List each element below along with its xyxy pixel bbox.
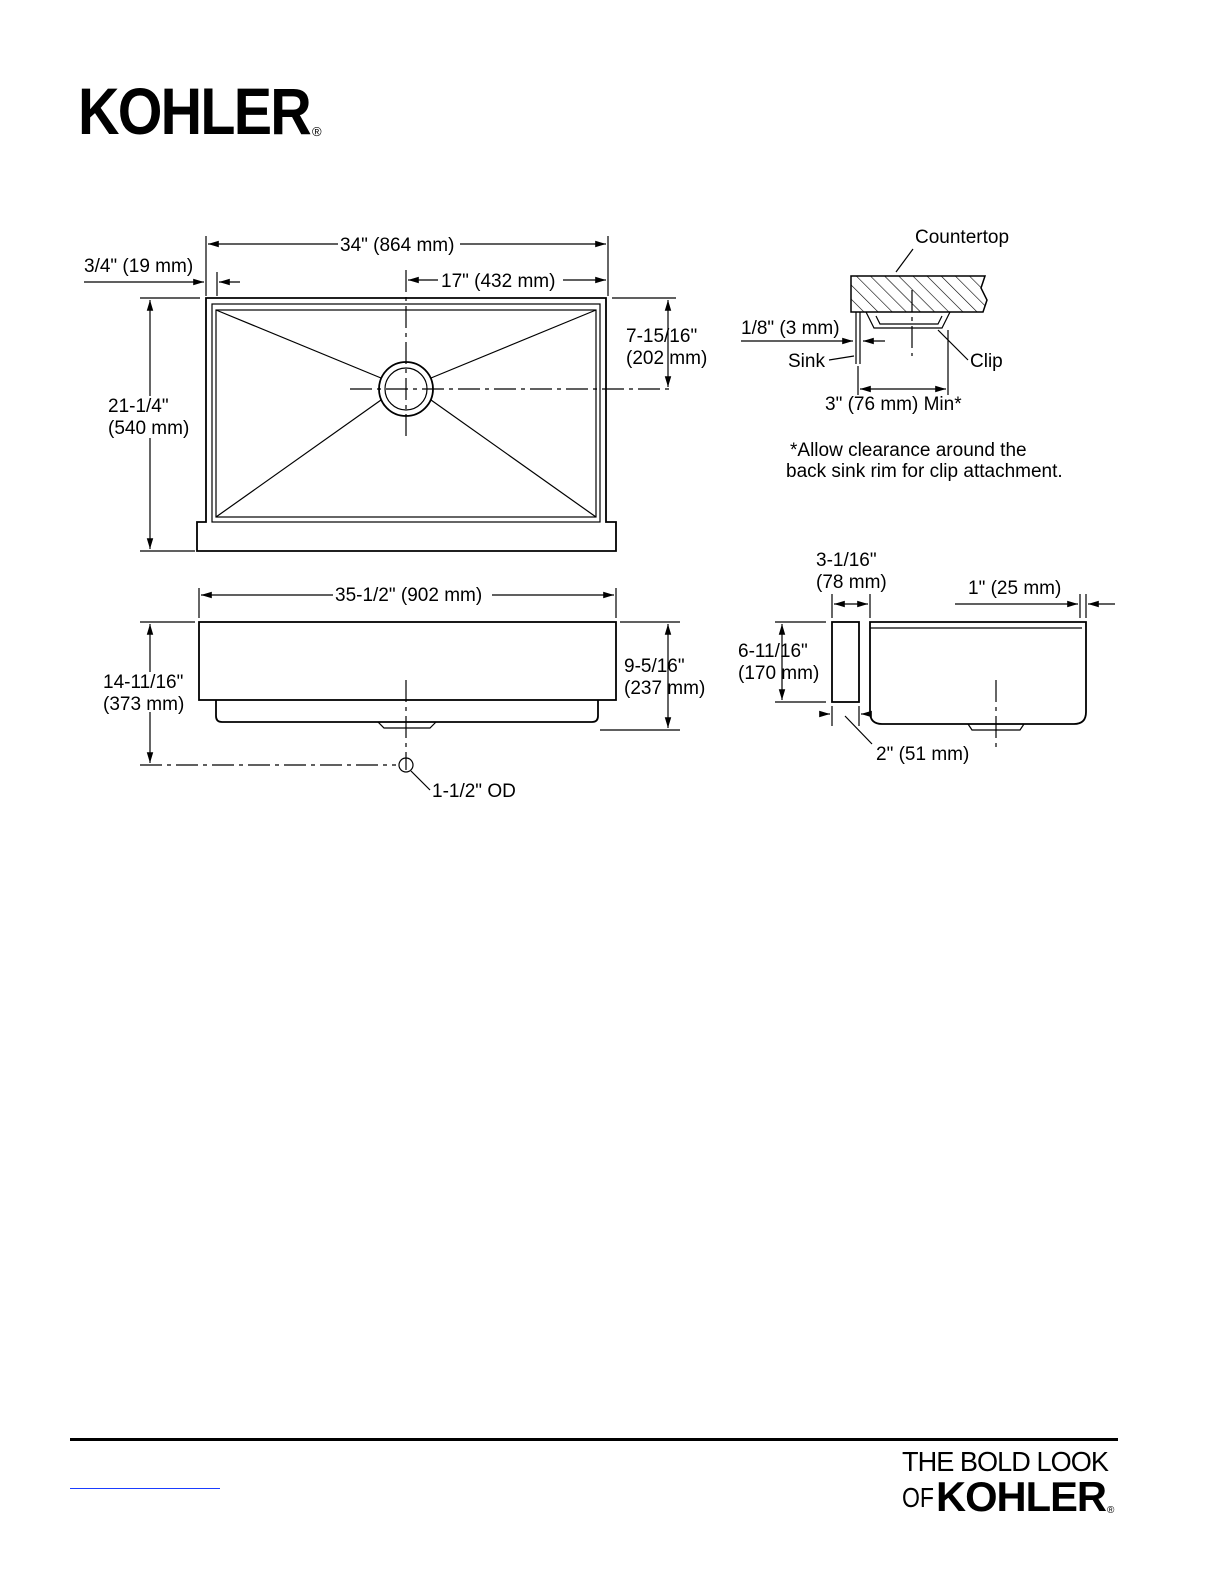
tagline-brand: KOHLER xyxy=(936,1473,1107,1520)
tagline-line-1: THE BOLD LOOK xyxy=(902,1446,1109,1477)
top-view-outline xyxy=(196,297,617,552)
kohler-logo: KOHLER ® xyxy=(78,78,322,148)
label-clip: Clip xyxy=(970,351,1003,372)
footer-rule xyxy=(70,1438,1118,1441)
dim-depth-a: 21-1/4" xyxy=(108,396,169,417)
clip-shape xyxy=(865,311,951,329)
top-view-bowl xyxy=(215,309,597,518)
dim-apron-depth-b: (78 mm) xyxy=(816,572,887,593)
bold-look-of-kohler-logo: THE BOLD LOOK OF KOHLER ® xyxy=(902,1446,1115,1520)
front-view-apron xyxy=(198,621,617,701)
dim-apron-height-a: 6-11/16" xyxy=(738,641,808,662)
dim-drain-from-back-b: (202 mm) xyxy=(626,348,707,369)
top-view-inner-rim xyxy=(211,303,601,523)
label-min-clearance: 3" (76 mm) Min* xyxy=(825,394,962,415)
note-line-2: back sink rim for clip attachment. xyxy=(786,461,1063,482)
registered-mark: ® xyxy=(312,124,322,139)
dim-depth-b: (540 mm) xyxy=(108,418,189,439)
dim-bowl-depth-a: 9-5/16" xyxy=(624,656,685,677)
dim-drain-from-back-a: 7-15/16" xyxy=(626,326,697,347)
dim-drain-center: 17" (432 mm) xyxy=(441,271,555,292)
dim-apron-height-b: (170 mm) xyxy=(738,663,819,684)
dim-height-b: (373 mm) xyxy=(103,694,184,715)
top-view: 34" (864 mm) 3/4" (19 mm) 17" (432 mm) 7… xyxy=(84,235,707,552)
side-view-bowl xyxy=(869,621,1087,725)
dim-apron-offset: 3/4" (19 mm) xyxy=(84,256,193,277)
front-view: 1-1/2" OD 35-1/2" (902 mm) 14-11/16" (37… xyxy=(103,585,705,802)
outlet-circle xyxy=(398,757,414,773)
label-countertop: Countertop xyxy=(915,227,1009,248)
dim-bowl-depth-b: (237 mm) xyxy=(624,678,705,699)
tagline-registered: ® xyxy=(1107,1505,1115,1516)
countertop-section xyxy=(850,275,988,313)
clip-detail: Countertop 1/8" (3 mm) Sink Clip 3" (76 … xyxy=(741,227,1063,482)
sink-wall xyxy=(855,312,861,364)
side-view: 3-1/16" (78 mm) 1" (25 mm) 6-11/16" (170… xyxy=(738,550,1115,765)
dim-apron-depth-a: 3-1/16" xyxy=(816,550,877,571)
front-view-drain-body xyxy=(377,721,437,729)
footer-link[interactable] xyxy=(70,1470,220,1489)
front-view-bowl xyxy=(215,700,599,723)
label-gap: 1/8" (3 mm) xyxy=(741,318,840,339)
dim-overall-width: 34" (864 mm) xyxy=(340,235,454,256)
note-line-1: *Allow clearance around the xyxy=(790,440,1027,461)
dim-outlet: 1-1/2" OD xyxy=(432,781,516,802)
side-view-apron xyxy=(831,621,860,703)
dim-rim: 1" (25 mm) xyxy=(968,578,1061,599)
label-sink: Sink xyxy=(788,351,825,372)
tagline-of: OF xyxy=(902,1482,934,1513)
dim-apron-thickness: 2" (51 mm) xyxy=(876,744,969,765)
dim-front-overall-width: 35-1/2" (902 mm) xyxy=(335,585,482,606)
kohler-logo-text: KOHLER xyxy=(78,78,311,148)
dim-height-a: 14-11/16" xyxy=(103,672,183,693)
